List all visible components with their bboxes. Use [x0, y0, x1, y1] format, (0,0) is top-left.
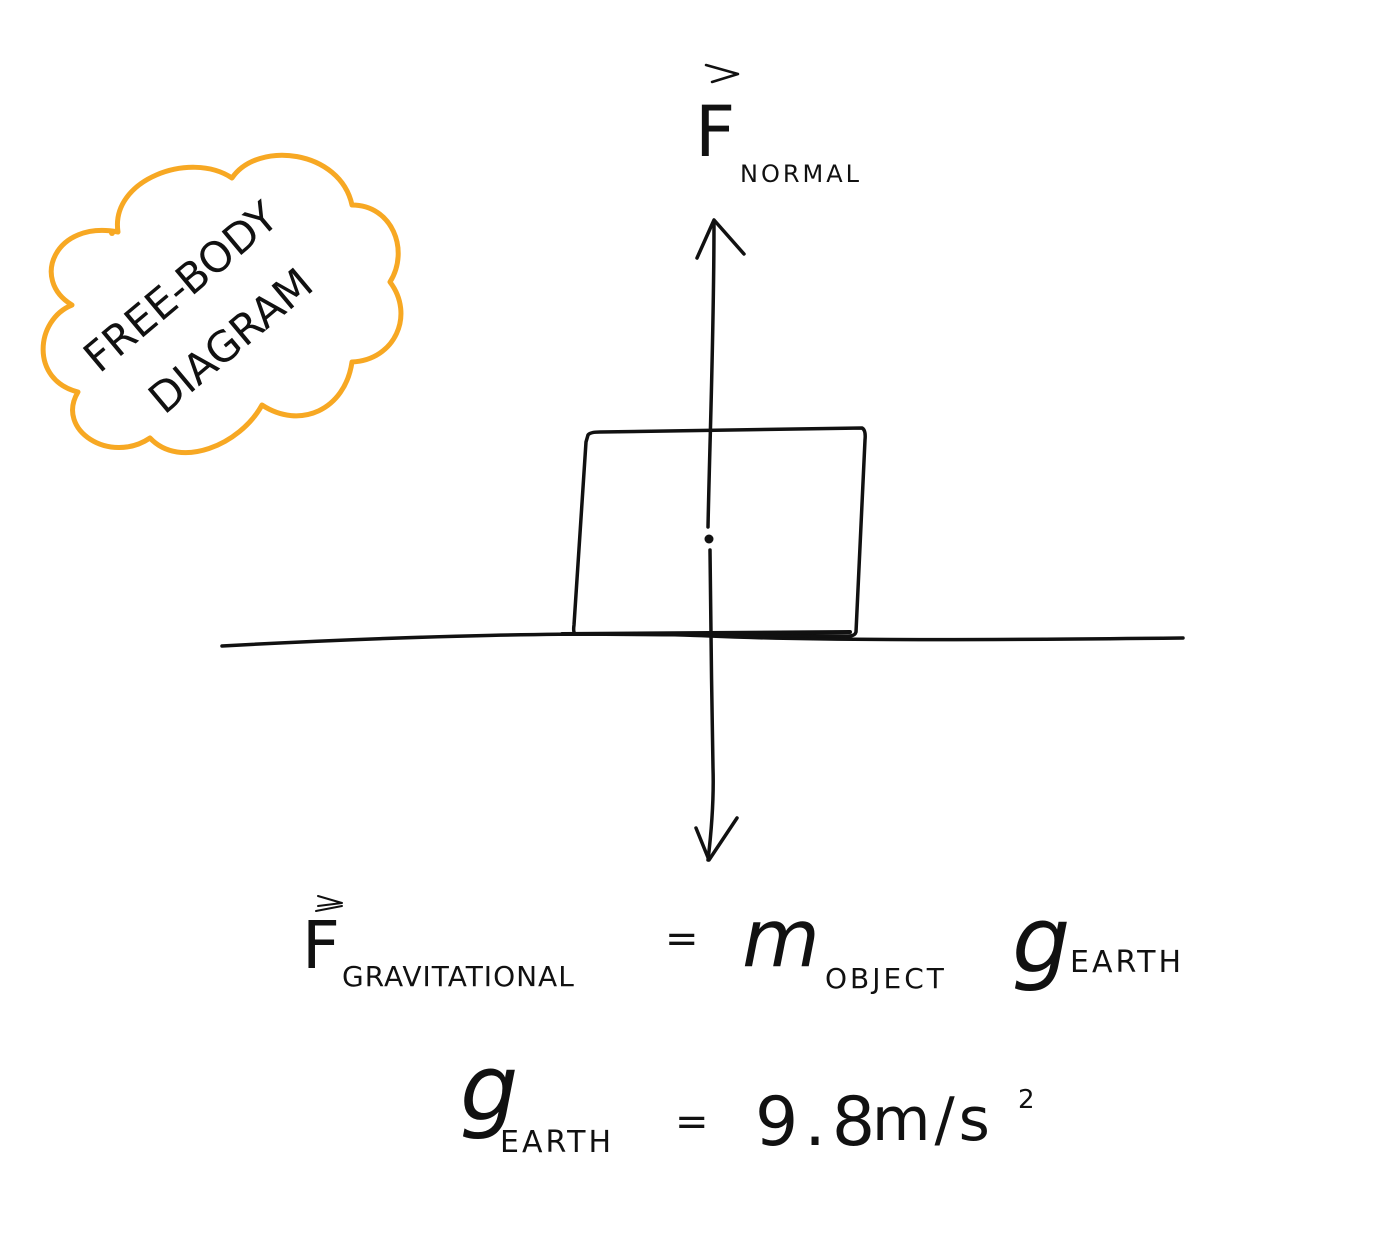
normal-force-arrowhead [695, 218, 746, 260]
gravitational-force-shaft [706, 548, 715, 862]
g-subscript-bottom: EARTH [500, 1125, 614, 1160]
gravity-equals-sign: = [665, 916, 699, 962]
mass-symbol: m [742, 892, 820, 985]
normal-force-arrow [695, 218, 746, 529]
normal-force-symbol: F [695, 91, 735, 173]
center-of-mass-dot [704, 534, 714, 544]
gravitational-force-equation: F GRAVITATIONAL = m OBJECT g EARTH [302, 887, 1184, 995]
g-value-equals-sign: = [675, 1099, 709, 1145]
block-base-contact [560, 630, 852, 636]
gravity-lhs-subscript: GRAVITATIONAL [342, 960, 575, 993]
normal-force-shaft [706, 220, 716, 529]
vector-arrow-gravity [315, 895, 343, 912]
mass-subscript: OBJECT [825, 962, 947, 995]
gravity-lhs-symbol: F [302, 907, 340, 984]
vector-arrow-normal [704, 63, 740, 84]
g-value-equation: g EARTH = 9.8 m/s 2 [460, 1035, 1035, 1162]
g-value-exponent: 2 [1018, 1085, 1035, 1115]
block-object [571, 426, 867, 638]
gravitational-force-arrowhead [694, 816, 739, 862]
gravitational-force-arrow [694, 548, 739, 862]
g-subscript-top: EARTH [1070, 945, 1184, 980]
cloud-dot [109, 230, 115, 236]
g-value-unit: m/s [872, 1085, 994, 1155]
g-symbol-bottom: g [460, 1035, 518, 1142]
normal-force-label: F NORMAL [695, 63, 862, 188]
normal-force-subscript: NORMAL [740, 160, 862, 188]
diagram-title-badge: FREE-BODY DIAGRAM [40, 152, 404, 456]
cloud-outline [40, 152, 404, 456]
g-value-number: 9.8 [755, 1083, 881, 1162]
g-symbol-top: g [1012, 887, 1070, 994]
